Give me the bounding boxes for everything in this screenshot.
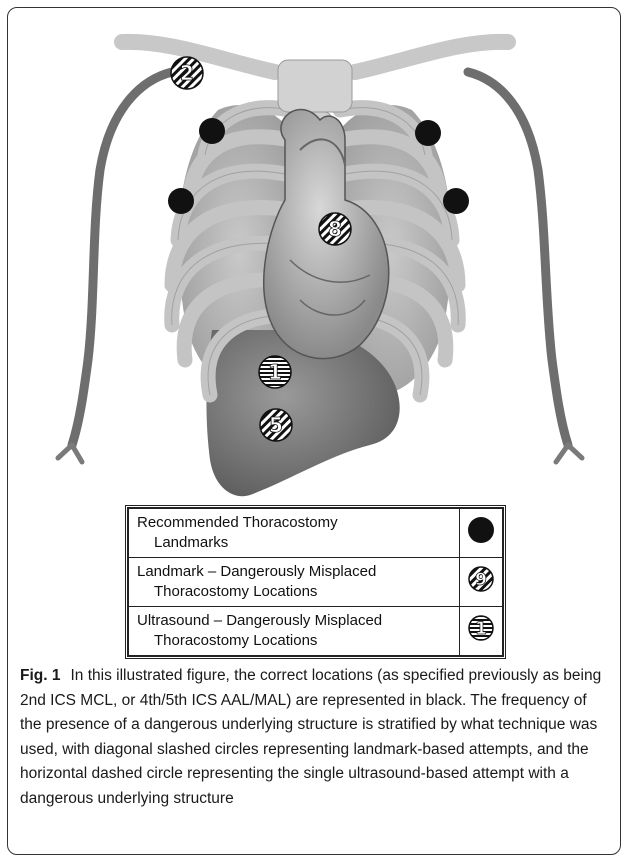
svg-text:1: 1	[268, 360, 282, 384]
svg-text:9: 9	[475, 570, 487, 590]
recommended-marker	[199, 118, 225, 144]
legend-label-line: Recommended Thoracostomy	[137, 513, 451, 533]
ultrasound-marker: 1	[259, 356, 291, 388]
legend-label-line: Thoracostomy Locations	[137, 631, 451, 651]
legend-label-line: Landmark – Dangerously Misplaced	[137, 562, 451, 582]
thorax-illustration: 2 8 5 1	[0, 0, 630, 500]
legend-label-line: Ultrasound – Dangerously Misplaced	[137, 611, 451, 631]
landmark-marker: 8	[319, 213, 351, 245]
svg-text:2: 2	[180, 61, 194, 85]
recommended-marker	[168, 188, 194, 214]
recommended-marker	[415, 120, 441, 146]
legend-row-landmark: Landmark – Dangerously Misplaced Thoraco…	[129, 558, 503, 607]
figure-label: Fig. 1	[20, 667, 60, 684]
legend-row-ultrasound: Ultrasound – Dangerously Misplaced Thora…	[129, 607, 503, 656]
caption-text: In this illustrated figure, the correct …	[20, 667, 601, 807]
diagonal-hatched-circle-icon: 9	[464, 562, 498, 596]
horizontal-hatched-circle-icon: 1	[464, 611, 498, 645]
legend-label-line: Thoracostomy Locations	[137, 582, 451, 602]
svg-text:5: 5	[269, 413, 283, 437]
legend-symbol: 1	[460, 607, 503, 656]
svg-text:8: 8	[328, 217, 342, 241]
legend-label: Recommended Thoracostomy Landmarks	[129, 509, 460, 558]
legend-table: Recommended Thoracostomy Landmarks Landm…	[125, 505, 506, 659]
recommended-marker	[443, 188, 469, 214]
legend-row-recommended: Recommended Thoracostomy Landmarks	[129, 509, 503, 558]
solid-circle-icon	[464, 513, 498, 547]
legend-symbol	[460, 509, 503, 558]
legend-symbol: 9	[460, 558, 503, 607]
legend-label: Landmark – Dangerously Misplaced Thoraco…	[129, 558, 460, 607]
legend-label-line: Landmarks	[137, 533, 451, 553]
svg-text:1: 1	[475, 619, 487, 639]
landmark-marker: 2	[171, 57, 203, 89]
landmark-marker: 5	[260, 409, 292, 441]
legend-label: Ultrasound – Dangerously Misplaced Thora…	[129, 607, 460, 656]
